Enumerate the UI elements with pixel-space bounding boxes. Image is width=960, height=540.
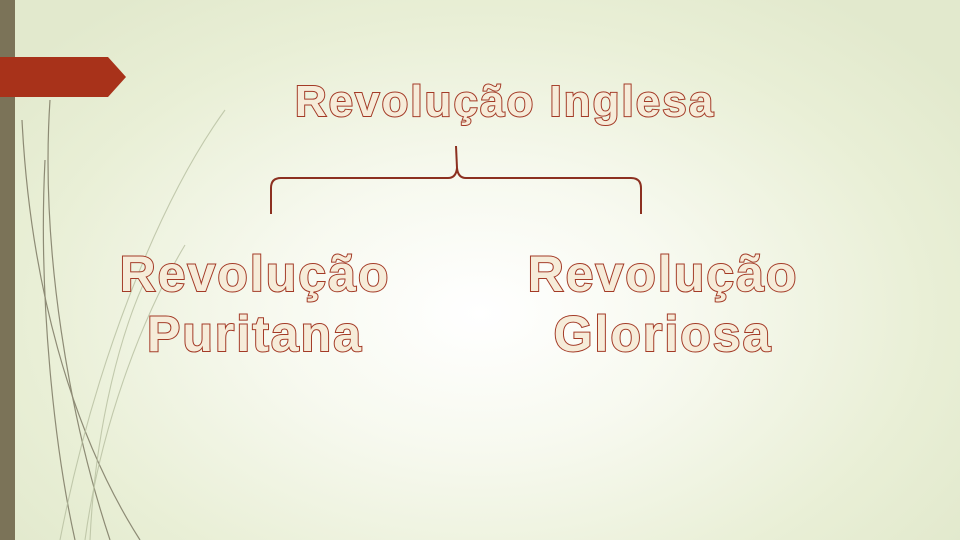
diagram-title: Revolução Inglesa [180,74,830,130]
connector-brace [265,140,650,220]
branch-label-line: Puritana [90,304,420,364]
branch-label-line: Gloriosa [498,304,828,364]
branch-node-gloriosa: Revolução Gloriosa [498,244,828,364]
arrow-tab [0,57,126,97]
branch-node-puritana: Revolução Puritana [90,244,420,364]
branch-label-line: Revolução [90,244,420,304]
branch-label-line: Revolução [498,244,828,304]
